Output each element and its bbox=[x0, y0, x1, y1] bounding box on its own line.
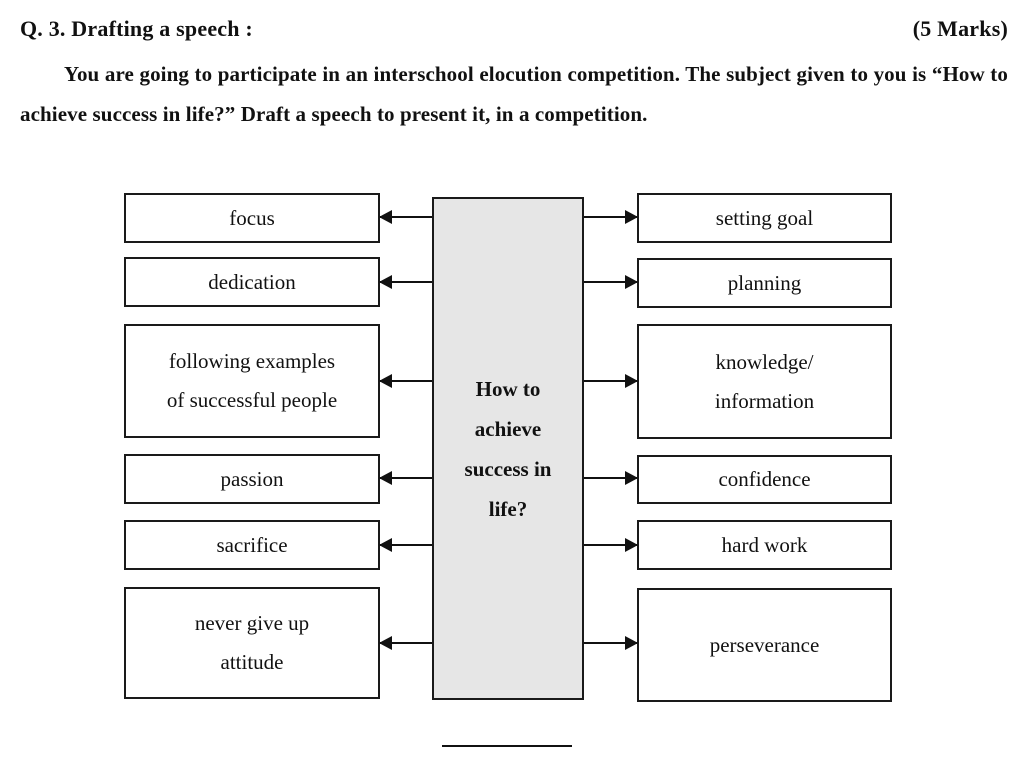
arrow-right-icon bbox=[584, 538, 638, 552]
diagram-box-setting-goal: setting goal bbox=[637, 193, 892, 243]
arrow-right-icon bbox=[584, 374, 638, 388]
diagram-box-perseverance: perseverance bbox=[637, 588, 892, 702]
diagram-box-focus: focus bbox=[124, 193, 380, 243]
arrow-left-icon bbox=[379, 275, 432, 289]
arrow-left-icon bbox=[379, 374, 432, 388]
arrow-left-icon bbox=[379, 538, 432, 552]
diagram-box-sacrifice: sacrifice bbox=[124, 520, 380, 570]
success-mindmap-diagram: focus dedication following examples of s… bbox=[0, 185, 1028, 768]
diagram-box-planning: planning bbox=[637, 258, 892, 308]
marks-label: (5 Marks) bbox=[912, 16, 1008, 41]
diagram-box-following-examples: following examples of successful people bbox=[124, 324, 380, 438]
arrow-right-icon bbox=[584, 636, 638, 650]
arrow-left-icon bbox=[379, 471, 432, 485]
diagram-box-confidence: confidence bbox=[637, 455, 892, 504]
diagram-center-box: How to achieve success in life? bbox=[432, 197, 584, 700]
diagram-box-passion: passion bbox=[124, 454, 380, 504]
arrow-right-icon bbox=[584, 210, 638, 224]
arrow-right-icon bbox=[584, 275, 638, 289]
question-title: Q. 3. Drafting a speech : bbox=[20, 16, 253, 41]
diagram-box-dedication: dedication bbox=[124, 257, 380, 307]
diagram-box-knowledge-information: knowledge/ information bbox=[637, 324, 892, 439]
diagram-box-never-give-up: never give up attitude bbox=[124, 587, 380, 699]
question-paragraph: You are going to participate in an inter… bbox=[20, 62, 1008, 126]
question-header: Q. 3. Drafting a speech : (5 Marks) bbox=[0, 0, 1028, 42]
section-divider bbox=[442, 745, 572, 747]
arrow-left-icon bbox=[379, 210, 432, 224]
arrow-right-icon bbox=[584, 471, 638, 485]
arrow-left-icon bbox=[379, 636, 432, 650]
diagram-box-hard-work: hard work bbox=[637, 520, 892, 570]
